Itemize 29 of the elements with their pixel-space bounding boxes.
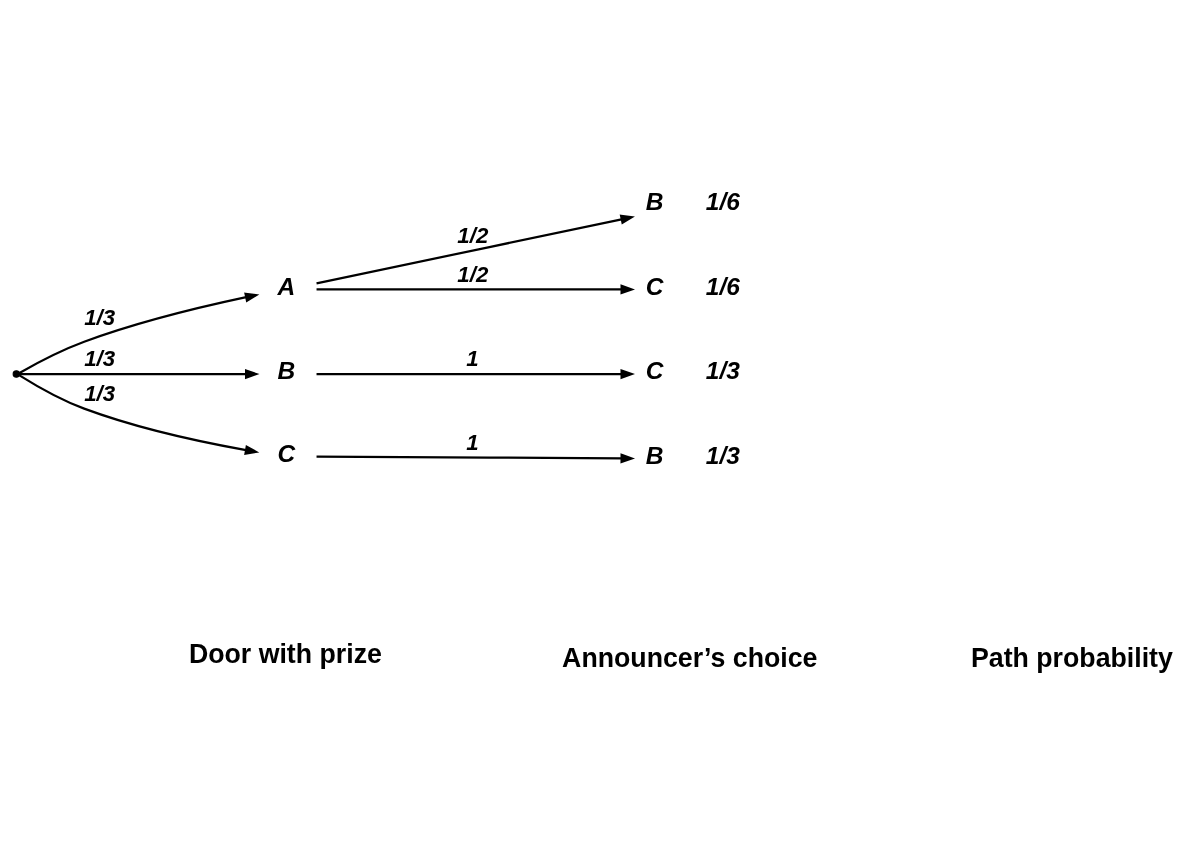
edge-label: 1/3 — [84, 345, 116, 371]
edge-label: 1/2 — [457, 222, 489, 248]
node-text: C — [277, 439, 296, 467]
arrow — [316, 283, 635, 294]
node-text: B — [277, 356, 296, 384]
arrow — [316, 214, 635, 284]
edge-label: 1/3 — [84, 304, 116, 330]
label: Door with prize — [188, 638, 382, 669]
node-label: 1/3 — [705, 356, 740, 384]
edge-label: 1/3 — [84, 380, 116, 406]
arrow — [316, 452, 635, 463]
arrow — [316, 368, 635, 379]
edge-label: 1/2 — [457, 261, 489, 287]
node-text: C — [645, 272, 664, 300]
node-point — [12, 369, 21, 378]
label: Path probability — [970, 642, 1173, 673]
node-text: B — [645, 441, 664, 469]
node-text: B — [645, 187, 664, 215]
arrow — [18, 373, 260, 455]
arrow — [19, 368, 260, 379]
node-label: 1/6 — [705, 187, 740, 215]
node-label: 1/3 — [705, 441, 740, 469]
label: Announcer’s choice — [562, 642, 818, 673]
arrow — [18, 291, 260, 374]
edge-label: 1 — [466, 345, 479, 371]
node-text: C — [645, 356, 664, 384]
node-text: A — [277, 272, 296, 300]
edge-label: 1 — [466, 429, 479, 455]
node-label: 1/6 — [705, 272, 740, 300]
